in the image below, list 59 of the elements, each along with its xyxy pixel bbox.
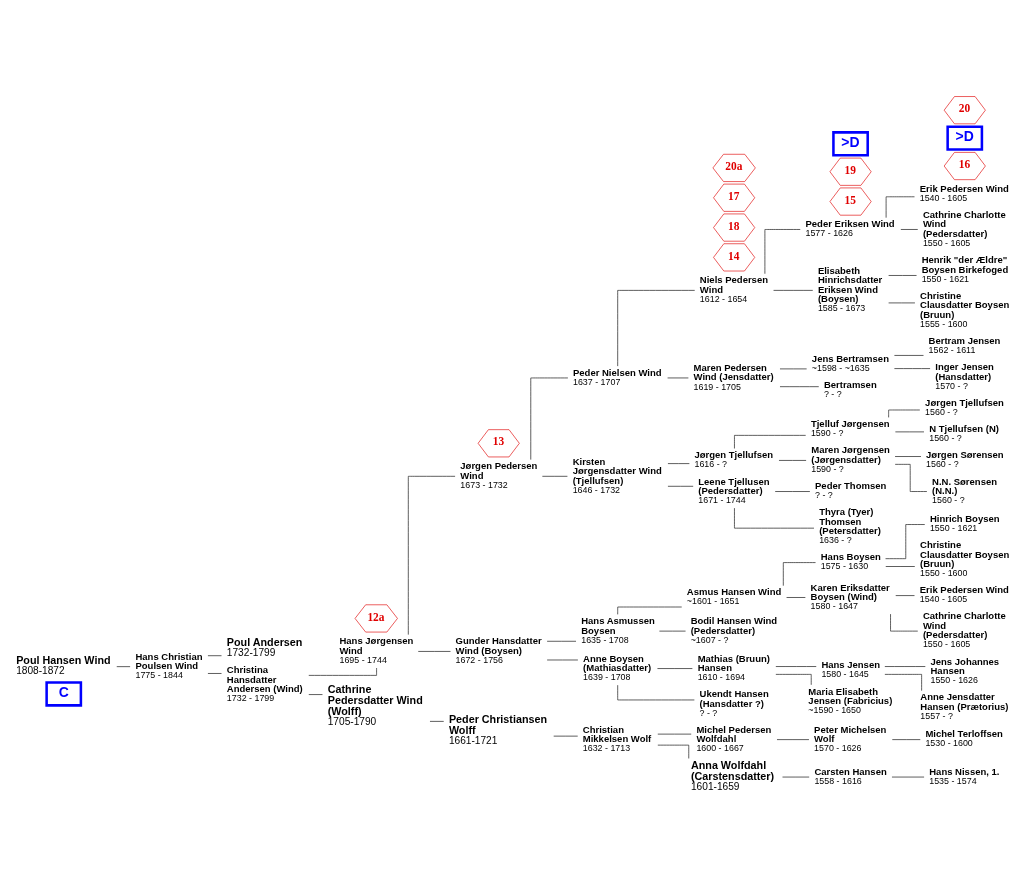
node-text: Poul Hansen Wind 1808-1872 xyxy=(16,653,111,676)
node-text: Ukendt Hansen (Hansdatter ?) ? - ? xyxy=(699,687,769,718)
node-text: Inger Jensen (Hansdatter) 1570 - ? xyxy=(935,360,994,391)
node-text: Bodil Hansen Wind (Pedersdatter) ~1607 - ? xyxy=(690,614,778,645)
node-text: Jørgen Pedersen Wind 1673 - 1732 xyxy=(460,459,538,490)
node-text: Peder Thomsen ? - ? xyxy=(815,479,887,500)
node-text: Maren Jørgensen (Jørgensdatter) 1590 - ? xyxy=(811,443,890,474)
node-text: Peder Christiansen Wolff 1661-1721 xyxy=(448,712,548,746)
node-text: Elisabeth Hinrichsdatter Eriksen Wind (Boysen) 1585 - 1673 xyxy=(817,264,883,313)
node-text: Christine Clausdatter Boysen (Bruun) 1550 - 1600 xyxy=(920,538,1010,578)
node-text: Jens Johannes Hansen 1550 - 1626 xyxy=(930,655,1000,685)
node-text: N Tjellufsen (N) 1560 - ? xyxy=(929,422,999,443)
node-text: N.N. Sørensen (N.N.) 1560 - ? xyxy=(932,475,998,505)
node-text: Leene Tjellusen (Pedersdatter) 1671 - 1744 xyxy=(698,475,770,505)
node-box: C xyxy=(45,680,83,707)
node-text: Anna Wolfdahl (Carstensdatter) 1601-1659 xyxy=(690,758,775,792)
node-text: Peder Eriksen Wind 1577 - 1626 xyxy=(805,217,895,238)
node-text: Peder Nielsen Wind 1637 - 1707 xyxy=(572,366,662,387)
node-box: >D xyxy=(946,124,984,151)
node-text: Hans Asmussen Boysen 1635 - 1708 xyxy=(581,614,655,645)
node-text: Asmus Hansen Wind ~1601 - 1651 xyxy=(686,585,782,606)
node-box: >D xyxy=(832,130,869,156)
node-text: Mathias (Bruun) Hansen 1610 - 1694 xyxy=(697,652,770,682)
node-text: Christian Mikkelsen Wolf 1632 - 1713 xyxy=(582,723,652,753)
node-text: Carsten Hansen 1558 - 1616 xyxy=(814,765,887,786)
node-text: Anne Jensdatter Hansen (Prætorius) 1557 - ? xyxy=(920,690,1009,721)
node-text: Karen Eriksdatter Boysen (Wind) 1580 - 1647 xyxy=(810,581,890,611)
node-text: Kirsten Jørgensdatter Wind (Tjellufsen) 1646 - 1732 xyxy=(572,455,662,495)
node-text: Gunder Hansdatter Wind (Boysen) 1672 - 1756 xyxy=(455,634,542,665)
node-text: Hans Christian Poulsen Wind 1775 - 1844 xyxy=(135,650,203,680)
node-text: Christine Clausdatter Boysen (Bruun) 1555 - 1600 xyxy=(920,289,1010,329)
node-text: Tjelluf Jørgensen 1590 - ? xyxy=(810,417,890,438)
node-text: Hans Jørgensen Wind 1695 - 1744 xyxy=(339,634,414,665)
node-text: Hans Boysen 1575 - 1630 xyxy=(820,550,881,571)
node-text: Thyra (Tyer) Thomsen (Petersdatter) 1636 - ? xyxy=(819,505,881,545)
node-text: Cathrine Charlotte Wind (Pedersdatter) 1550 - 1605 xyxy=(922,208,1006,248)
node-text: Henrik "der Ældre" Boysen Birkefoged 1550 - 1621 xyxy=(921,253,1009,284)
node-text: Hans Nissen, 1. 1535 - 1574 xyxy=(929,765,1000,786)
node-text: Maren Pedersen Wind (Jensdatter) 1619 - 1705 xyxy=(693,361,774,391)
node-text: Michel Terloffsen 1530 - 1600 xyxy=(925,727,1003,748)
node-text: Christina Hansdatter Andersen (Wind) 1732 - 1799 xyxy=(226,663,303,703)
node-text: Niels Pedersen Wind 1612 - 1654 xyxy=(699,273,768,304)
node-text: Cathrine Pedersdatter Wind (Wolff) 1705-1790 xyxy=(327,682,423,727)
node-text: Peter Michelsen Wolf 1570 - 1626 xyxy=(814,723,887,753)
node-text: Poul Andersen 1732-1799 xyxy=(226,635,303,658)
node-text: Michel Pedersen Wolfdahl 1600 - 1667 xyxy=(696,723,772,753)
node-text: Bertramsen ? - ? xyxy=(823,378,877,399)
node-text: Hans Jensen 1580 - 1645 xyxy=(821,658,880,679)
node-text: Jørgen Tjellufsen 1560 - ? xyxy=(925,396,1004,417)
node-text: Bertram Jensen 1562 - 1611 xyxy=(928,334,1001,355)
node-text: Maria Elisabeth Jensen (Fabricius) ~1590 - 1650 xyxy=(808,685,893,715)
node-text: Hinrich Boysen 1550 - 1621 xyxy=(929,512,1000,533)
node-text: Jørgen Sørensen 1560 - ? xyxy=(926,448,1004,469)
node-text: Erik Pedersen Wind 1540 - 1605 xyxy=(919,583,1009,604)
node-text: Anne Boysen (Mathiasdatter) 1639 - 1708 xyxy=(583,652,652,682)
node-text: Jens Bertramsen ~1598 - ~1635 xyxy=(811,352,889,373)
node-text: Jørgen Tjellufsen 1616 - ? xyxy=(694,448,774,469)
node-text: Cathrine Charlotte Wind (Pedersdatter) 1550 - 1605 xyxy=(922,609,1006,649)
node-text: Erik Pedersen Wind 1540 - 1605 xyxy=(919,182,1009,203)
